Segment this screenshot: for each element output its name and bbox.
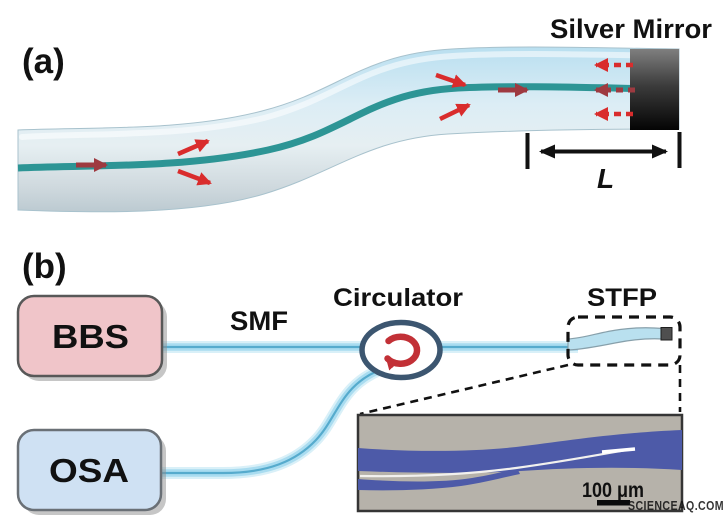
scale-bar — [597, 500, 630, 506]
scale-label: 100 μm — [582, 479, 644, 502]
smf-label: SMF — [230, 306, 288, 336]
inset-fiber-gap-line — [359, 448, 627, 478]
silver-mirror-label: Silver Mirror — [550, 14, 712, 44]
inset-fiber-shape-upper — [358, 430, 682, 473]
panel-a: (a) Silver Mirror L — [17, 14, 712, 213]
inset-photo: 100 μm — [356, 413, 684, 513]
inset-callout-line-left — [359, 363, 569, 416]
bbs-label: BBS — [52, 318, 129, 355]
recombine-arrow-down — [439, 102, 471, 122]
fiber-top-highlight — [19, 50, 678, 140]
silver-mirror — [630, 49, 679, 130]
panel-b-label: (b) — [22, 247, 67, 286]
osa-box — [16, 428, 163, 512]
inset-fiber-shape-lower — [358, 468, 520, 491]
circulator-ring — [359, 319, 443, 381]
recombine-arrow-up — [435, 72, 467, 88]
stfp-label: STFP — [587, 284, 657, 312]
circulator-label: Circulator — [333, 284, 463, 312]
panel-b: (b) BBS OSA SMF Circulator STFP — [16, 247, 684, 515]
circulator-rotation-icon — [384, 333, 421, 371]
taper-leak-arrow-up — [177, 138, 210, 157]
fiber-core — [17, 83, 667, 172]
length-label: L — [597, 163, 614, 194]
watermark: SCIENCEAQ.COM — [628, 498, 724, 513]
inset-fiber-bright-line — [601, 447, 636, 454]
stfp-taper — [567, 327, 664, 351]
stfp-dashed-box — [566, 315, 682, 367]
panel-a-label: (a) — [22, 42, 65, 81]
fiber-cladding — [17, 46, 680, 213]
bbs-box — [16, 294, 164, 378]
osa-label: OSA — [49, 452, 129, 489]
osa-fiber — [161, 362, 388, 479]
stfp-mirror-tip — [660, 327, 673, 341]
taper-leak-arrow-down — [177, 168, 212, 186]
